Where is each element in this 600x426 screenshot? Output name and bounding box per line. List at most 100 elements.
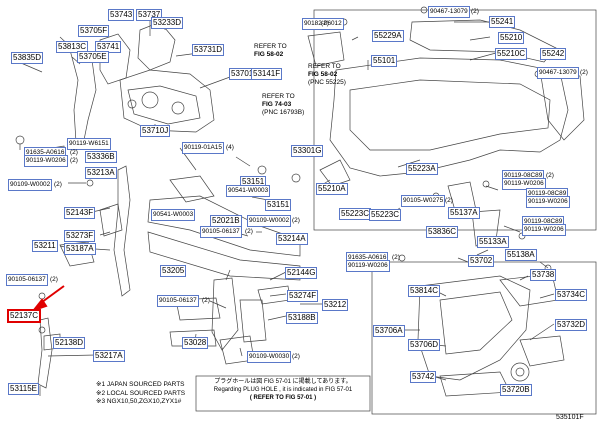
part-label[interactable]: 55241 — [489, 16, 516, 28]
part-label[interactable]: 55101 — [371, 55, 398, 67]
quantity-callout: (2) — [321, 20, 329, 27]
fender-apron-shape — [417, 275, 531, 381]
part-label[interactable]: 53705F — [78, 25, 110, 37]
part-label[interactable]: 90119-W6151 — [67, 138, 111, 150]
dash-panel-shape — [329, 57, 569, 177]
part-label[interactable]: 90109-W0002 — [247, 215, 292, 227]
part-label[interactable]: 52143F — [64, 207, 96, 219]
part-label[interactable]: 90119-W0206 — [346, 260, 390, 272]
part-label[interactable]: 53115E — [8, 383, 39, 395]
part-label[interactable]: 53151 — [265, 199, 292, 211]
part-label[interactable]: 53732D — [555, 319, 588, 331]
part-label[interactable]: 53742 — [410, 371, 437, 383]
hood-lock-brace-shape — [37, 317, 53, 389]
part-label[interactable]: 55210C — [495, 48, 528, 60]
part-label[interactable]: 53705E — [77, 51, 109, 63]
part-label[interactable]: 90105-06137 — [6, 274, 48, 286]
dash-insulator-shape — [409, 19, 557, 63]
part-label[interactable]: 90119-W0206 — [502, 178, 546, 190]
part-label[interactable]: 52138D — [53, 337, 86, 349]
quantity-callout: (2) — [580, 69, 588, 76]
part-label[interactable]: 53734C — [555, 289, 588, 301]
part-label[interactable]: 53743 — [108, 9, 135, 21]
part-label[interactable]: 55229A — [372, 30, 404, 42]
part-label-highlighted[interactable]: 52137C — [7, 309, 42, 323]
part-label[interactable]: 53814C — [408, 285, 441, 297]
part-label[interactable]: 53710J — [140, 125, 171, 137]
quantity-callout: (2) — [392, 254, 400, 261]
quantity-callout: (4) — [226, 144, 234, 151]
part-label[interactable]: 53702 — [468, 255, 495, 267]
part-label[interactable]: 90119-01A15 — [182, 142, 224, 154]
quantity-callout: (2) — [70, 157, 78, 164]
part-label[interactable]: 55133A — [477, 236, 509, 248]
source-legend: ※1 JAPAN SOURCED PARTS ※2 LOCAL SOURCED … — [96, 381, 186, 405]
part-label[interactable]: 53836C — [426, 226, 459, 238]
part-label[interactable]: 53336B — [85, 151, 117, 163]
part-label[interactable]: 53212 — [322, 299, 349, 311]
part-label[interactable]: 53205 — [160, 265, 187, 277]
part-label[interactable]: 53738 — [530, 269, 557, 281]
part-label[interactable]: 53214A — [276, 233, 308, 245]
part-label[interactable]: 90541-W0003 — [226, 185, 271, 197]
part-label[interactable]: 55210 — [498, 32, 525, 44]
part-label[interactable]: 55223C — [339, 208, 372, 220]
part-label[interactable]: 90119-W0206 — [526, 196, 570, 208]
reinforcement-shape — [137, 21, 176, 71]
quantity-callout: (2) — [546, 172, 554, 179]
part-label[interactable]: 53701 — [229, 68, 256, 80]
part-label[interactable]: 90105-06137 — [200, 226, 242, 238]
part-label[interactable]: 53233D — [151, 17, 184, 29]
part-label[interactable]: 53211 — [32, 240, 58, 252]
hood-lock-support-shape — [211, 277, 239, 351]
part-label[interactable]: 90119-W0206 — [522, 224, 566, 236]
plug-hole-note: プラグホールは図 FIG 57-01 に掲載してあります。 Regarding … — [213, 379, 353, 401]
part-label[interactable]: 53835D — [11, 52, 44, 64]
part-label[interactable]: 90109-W0002 — [8, 179, 53, 191]
part-label[interactable]: 90105-W0275 — [401, 195, 446, 207]
part-label[interactable]: 52144G — [285, 267, 318, 279]
part-label[interactable]: 90182-06012 — [302, 18, 344, 30]
quantity-callout: (2) — [292, 217, 300, 224]
part-label[interactable]: 53301G — [291, 145, 324, 157]
part-label[interactable]: 55210A — [316, 183, 348, 195]
part-label[interactable]: 55223A — [406, 163, 438, 175]
quantity-callout: (2) — [245, 228, 253, 235]
part-label[interactable]: 53706A — [373, 325, 405, 337]
part-label[interactable]: 53188B — [286, 312, 318, 324]
part-label[interactable]: 53706D — [408, 339, 441, 351]
fender-apron-area-frame — [371, 261, 597, 415]
part-label[interactable]: 90119-W0206 — [24, 155, 68, 167]
quantity-callout: (2) — [54, 181, 62, 188]
part-label[interactable]: 55242 — [540, 48, 567, 60]
part-label[interactable]: 90467-13079 — [428, 6, 470, 18]
part-label[interactable]: 53187A — [64, 243, 96, 255]
part-label[interactable]: 53731D — [192, 44, 225, 56]
part-label[interactable]: 55223C — [369, 209, 402, 221]
part-label[interactable]: 55137A — [448, 207, 480, 219]
reference-note[interactable]: REFER TO FIG 74-03 (PNC 16793B) — [262, 93, 305, 116]
reference-note[interactable]: REFER TO FIG 58-02 (PNC 55225) — [308, 63, 346, 86]
quantity-callout: (2) — [50, 276, 58, 283]
part-label[interactable]: 53273F — [64, 230, 96, 242]
part-label[interactable]: 53213A — [85, 167, 117, 179]
part-label[interactable]: 90105-06137 — [157, 295, 199, 307]
plug-note-frame — [195, 375, 371, 412]
part-label[interactable]: 53217A — [93, 350, 125, 362]
part-label[interactable]: 90467-13079 — [537, 67, 579, 79]
part-label[interactable]: 53813C — [56, 41, 89, 53]
cowl-bracket-shape — [307, 31, 345, 67]
part-label[interactable]: 53028 — [182, 337, 209, 349]
figure-number: 535101F — [556, 414, 584, 421]
quantity-callout: (2) — [292, 353, 300, 360]
quantity-callout: (2) — [471, 8, 479, 15]
reference-note[interactable]: REFER TO FIG 58-02 — [254, 43, 287, 58]
part-label[interactable]: 53141F — [251, 68, 283, 80]
part-label[interactable]: 53720B — [500, 384, 532, 396]
radiator-support-upper-shape — [147, 195, 301, 257]
part-label[interactable]: 53274F — [287, 290, 319, 302]
part-label[interactable]: 55138A — [505, 249, 537, 261]
part-label[interactable]: 90109-W0030 — [247, 351, 292, 363]
part-label[interactable]: 90541-W0003 — [151, 209, 196, 221]
